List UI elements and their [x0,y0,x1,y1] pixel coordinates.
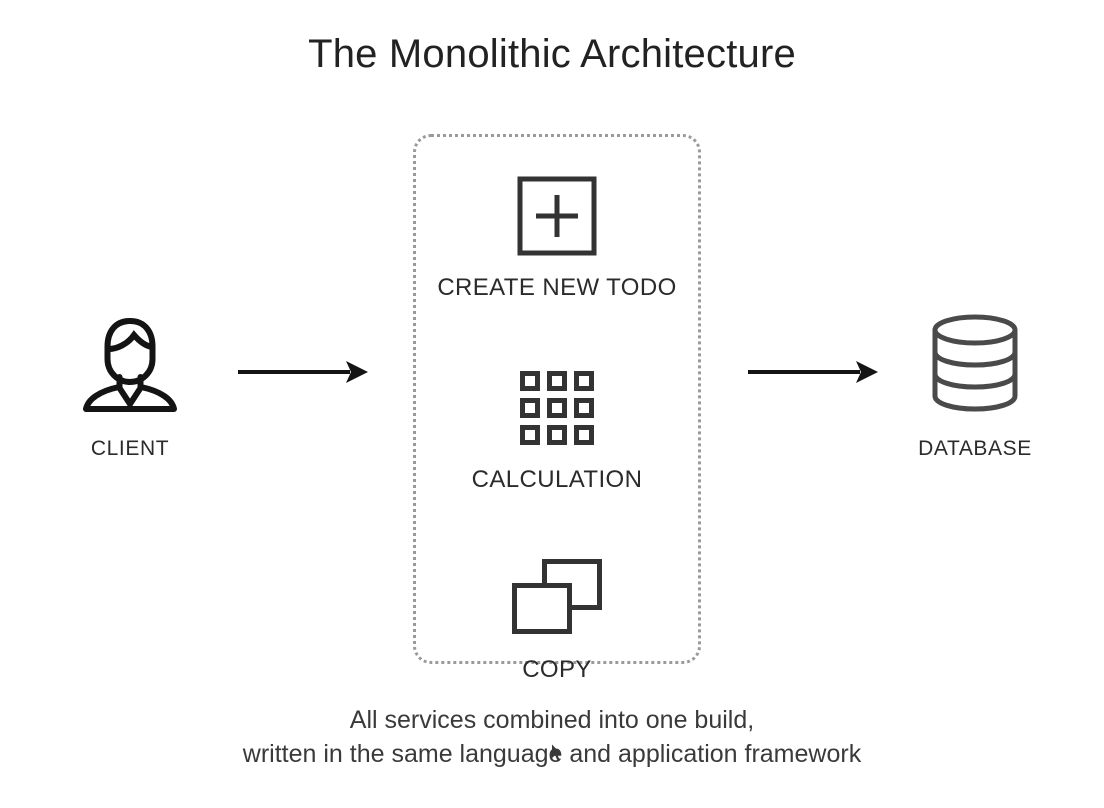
database-label: DATABASE [918,437,1032,460]
page-title: The Monolithic Architecture [308,32,796,76]
database-node: DATABASE [885,310,1065,461]
arrow-right-icon-client-to-monolith [238,357,368,392]
caption-line-1: All services combined into one build, [349,706,755,734]
client-node: CLIENT [30,310,230,461]
arrow-right-icon-monolith-to-database [748,357,878,392]
service-create-new-todo: CREATE NEW TODO [416,170,698,302]
service-label-copy: COPY [522,656,592,683]
caption: All services combined into one build, wr… [0,703,1104,771]
copy-overlapping-rectangles-icon [511,554,603,640]
monolith-container: CREATE NEW TODO [413,134,701,683]
caption-line-2: written in the same language and applica… [242,740,862,768]
service-copy: COPY [416,554,698,684]
grid-nine-squares-icon [519,362,595,454]
client-label: CLIENT [90,437,170,460]
service-label-calculation: CALCULATION [471,466,643,493]
plus-square-icon [517,170,597,262]
person-icon [82,310,178,415]
service-calculation: CALCULATION [416,362,698,494]
service-label-create-new-todo: CREATE NEW TODO [437,274,677,301]
database-cylinder-icon [929,310,1021,415]
